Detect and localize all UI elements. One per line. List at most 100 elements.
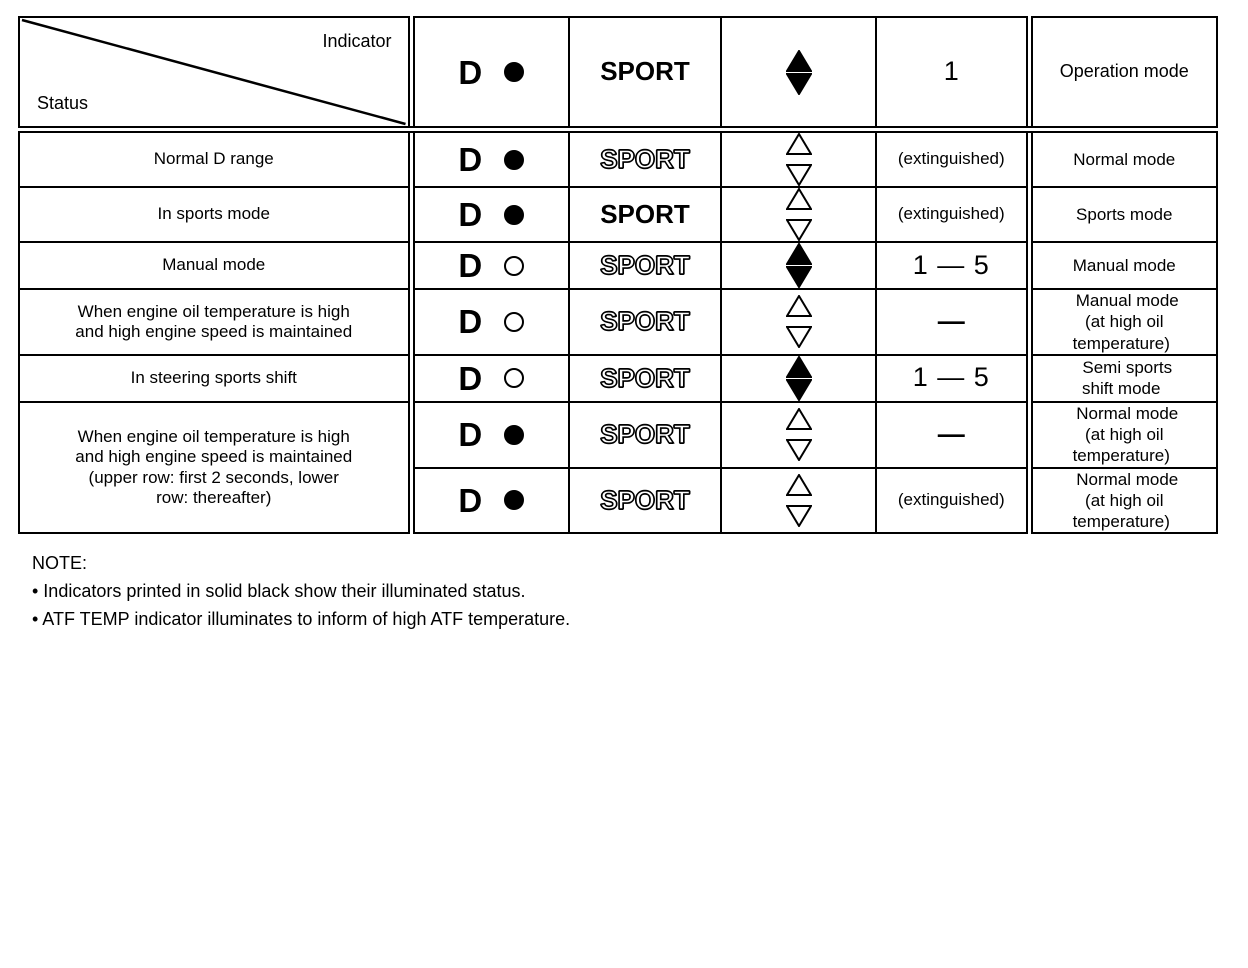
triangle-down-icon	[785, 504, 812, 527]
sport-indicator: SPORT	[600, 198, 690, 229]
header-shift-arrows-cell	[720, 16, 877, 133]
operation-mode-value: Normal mode	[1073, 149, 1176, 169]
operation-mode-value: Sports mode	[1076, 204, 1173, 224]
triangle-up-icon	[785, 188, 812, 210]
header-d-cell: D	[407, 16, 570, 133]
d-indicator-cell: D	[407, 241, 570, 290]
sport-indicator-cell: SPORT	[568, 288, 722, 356]
status-description-cell: Manual mode	[18, 241, 412, 290]
gear-position-value: —	[937, 305, 965, 336]
gear-position-value: —	[937, 418, 965, 449]
d-letter: D	[458, 481, 483, 519]
triangle-down-icon	[785, 378, 812, 401]
sport-indicator: SPORT	[600, 306, 691, 337]
gear-position-value: (extinguished)	[897, 149, 1005, 169]
triangle-down-icon	[785, 439, 812, 462]
d-letter: D	[458, 141, 483, 178]
triangle-down-icon	[785, 219, 812, 241]
triangle-down-icon	[785, 266, 812, 288]
header-gear-value: 1	[943, 56, 959, 87]
diagonal-divider-icon	[20, 18, 408, 126]
header-status-label: Status	[37, 92, 89, 113]
filled-circle-icon	[504, 490, 525, 511]
sport-indicator: SPORT	[600, 56, 690, 87]
filled-circle-icon	[504, 149, 525, 170]
operation-mode-cell: Normal mode	[1025, 128, 1218, 188]
sport-indicator-cell: SPORT	[568, 400, 722, 469]
sport-indicator-cell: SPORT	[568, 186, 722, 243]
filled-circle-icon	[504, 204, 525, 225]
shift-arrows-cell	[720, 186, 877, 243]
triangle-up-icon	[785, 295, 812, 318]
operation-mode-cell: Sports mode	[1025, 186, 1218, 243]
d-range-indicator: D	[415, 484, 569, 517]
shift-arrows-indicator	[785, 188, 812, 241]
d-letter: D	[458, 53, 483, 91]
note-item-1: • Indicators printed in solid black show…	[32, 581, 526, 602]
shift-arrows-indicator	[785, 243, 812, 288]
d-indicator-cell: D	[407, 400, 570, 469]
operation-mode-cell: Manual mode	[1025, 241, 1218, 290]
d-range-indicator: D	[415, 56, 569, 89]
triangle-up-icon	[785, 49, 812, 72]
filled-circle-icon	[504, 62, 525, 82]
d-range-indicator: D	[415, 305, 569, 338]
d-letter: D	[458, 303, 483, 341]
shift-arrows-indicator	[785, 49, 812, 95]
d-indicator-cell: D	[407, 353, 570, 403]
d-indicator-cell: D	[407, 288, 570, 356]
shift-arrows-cell	[720, 128, 877, 188]
header-sport-cell: SPORT	[568, 16, 722, 133]
d-letter: D	[458, 247, 483, 284]
triangle-up-icon	[785, 133, 812, 155]
note-item-2: • ATF TEMP indicator illuminates to info…	[32, 609, 571, 630]
notes-title: NOTE:	[32, 553, 88, 574]
notes-section: NOTE: • Indicators printed in solid blac…	[18, 550, 1230, 634]
triangle-down-icon	[785, 326, 812, 349]
hollow-circle-icon	[504, 368, 525, 389]
shift-arrows-cell	[720, 241, 877, 290]
gear-position-cell: 1 — 5	[875, 241, 1030, 290]
table-row: Normal D range D SPORT (extinguished) Normal…	[18, 128, 1218, 188]
d-range-indicator: D	[415, 418, 569, 451]
d-letter: D	[458, 416, 483, 454]
sport-indicator: SPORT	[600, 143, 691, 174]
d-indicator-cell: D	[407, 466, 570, 535]
sport-indicator-cell: SPORT	[568, 128, 722, 188]
triangle-up-icon	[785, 243, 812, 265]
sport-indicator: SPORT	[600, 249, 691, 280]
shift-arrows-indicator	[785, 355, 812, 401]
status-description-cell: In sports mode	[18, 186, 412, 243]
hollow-circle-icon	[504, 311, 525, 332]
d-letter: D	[458, 359, 483, 397]
d-range-indicator: D	[415, 249, 569, 282]
filled-circle-icon	[504, 424, 525, 445]
d-range-indicator: D	[415, 143, 569, 176]
triangle-down-icon	[785, 72, 812, 95]
triangle-down-icon	[785, 164, 812, 186]
status-description-cell: Normal D range	[18, 128, 412, 188]
d-indicator-cell: D	[407, 128, 570, 188]
gear-position-cell: (extinguished)	[875, 466, 1030, 535]
shift-arrows-indicator	[785, 133, 812, 186]
gear-position-value: (extinguished)	[897, 204, 1005, 224]
shift-arrows-indicator	[785, 473, 812, 527]
shift-arrows-indicator	[785, 408, 812, 462]
header-gear-cell: 1	[875, 16, 1030, 133]
